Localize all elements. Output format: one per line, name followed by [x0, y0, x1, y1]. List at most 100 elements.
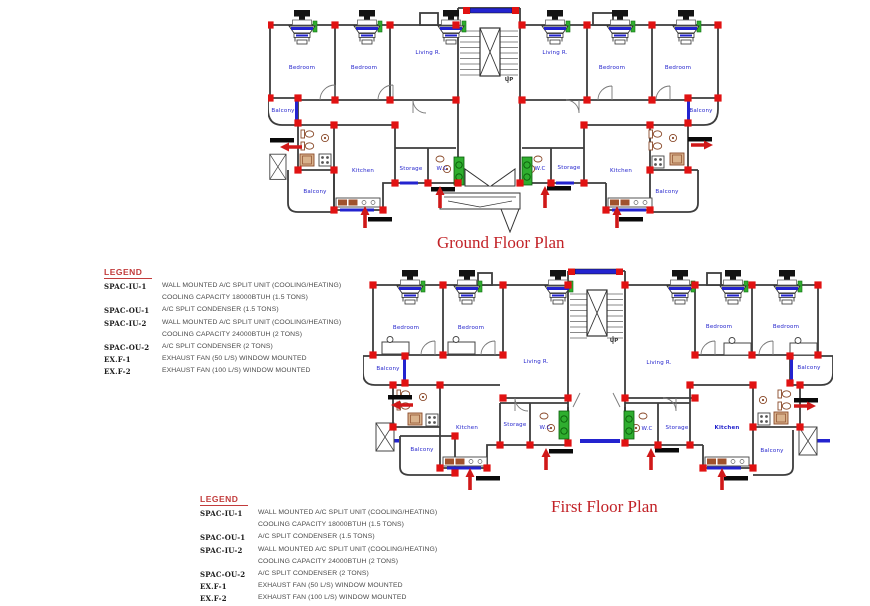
room-label-wc: W.C: [436, 166, 448, 172]
legend-code: EX.F-1: [104, 355, 131, 365]
ground-bathroom-left-fixtures: [299, 129, 332, 167]
room-label-balcony: Balcony: [410, 447, 434, 453]
room-label-balcony: Balcony: [303, 189, 327, 195]
room-label-storage: Storage: [399, 166, 423, 172]
room-label-balcony: Balcony: [655, 189, 679, 195]
legend-desc: A/C SPLIT CONDENSER (2 TONS): [258, 569, 369, 577]
room-label-balcony: Balcony: [760, 448, 784, 454]
legend-code: SPAC-IU-2: [104, 318, 147, 328]
room-label-wc: W.C: [539, 425, 551, 431]
first-stair-window: [568, 268, 623, 275]
legend-row: EX.F-2 EXHAUST FAN (100 L/S) WINDOW MOUNT…: [104, 367, 364, 379]
legend-first-header: LEGEND: [200, 494, 249, 506]
first-planter-right: [798, 426, 818, 456]
legend-desc: A/C SPLIT CONDENSER (2 TONS): [162, 342, 273, 350]
ground-staircase: [460, 27, 518, 83]
ground-entrance: [439, 168, 521, 233]
first-floor-drawing: [363, 268, 833, 490]
room-label-living: Living R.: [415, 50, 441, 56]
room-label-bedroom: Bedroom: [772, 324, 800, 330]
room-label-kitchen: Kitchen: [609, 168, 633, 174]
legend-desc: WALL MOUNTED A/C SPLIT UNIT (COOLING/HEA…: [162, 318, 342, 326]
ground-door-arcs: [319, 84, 671, 114]
legend-row: SPAC-IU-2 WALL MOUNTED A/C SPLIT UNIT (CO…: [104, 319, 364, 331]
first-wc-fixtures: [539, 412, 648, 433]
room-label-living: Living R.: [523, 359, 549, 365]
legend-desc: EXHAUST FAN (100 L/S) WINDOW MOUNTED: [258, 594, 407, 602]
ground-windows: [295, 101, 690, 212]
ground-exhaust-fans: [270, 137, 713, 228]
room-label-storage: Storage: [665, 425, 689, 431]
legend-desc: COOLING CAPACITY 18000BTUH (1.5 TONS): [162, 294, 308, 302]
first-floor-title: First Floor Plan: [551, 497, 658, 516]
legend-row: EX.F-1 EXHAUST FAN (50 L/S) WINDOW MOUNTE…: [200, 582, 460, 594]
legend-row: COOLING CAPACITY 24000BTUH (2 TONS): [200, 558, 460, 570]
room-label-balcony: Balcony: [689, 108, 713, 114]
ground-floor-title: Ground Floor Plan: [437, 233, 565, 252]
legend-desc: COOLING CAPACITY 18000BTUH (1.5 TONS): [258, 521, 404, 529]
room-label-storage: Storage: [503, 422, 527, 428]
legend-row: SPAC-OU-1 A/C SPLIT CONDENSER (1.5 TONS): [104, 306, 364, 318]
room-label-living: Living R.: [646, 360, 672, 366]
legend-row: EX.F-1 EXHAUST FAN (50 L/S) WINDOW MOUNTE…: [104, 355, 364, 367]
stair-up-label: UP: [609, 338, 619, 344]
legend-row: COOLING CAPACITY 24000BTUH (2 TONS): [104, 331, 364, 343]
room-label-kitchen: Kitchen: [351, 168, 375, 174]
legend-row: EX.F-2 EXHAUST FAN (100 L/S) WINDOW MOUNT…: [200, 594, 460, 606]
room-label-bedroom: Bedroom: [392, 325, 420, 331]
legend-desc: A/C SPLIT CONDENSER (1.5 TONS): [258, 533, 375, 541]
ground-planter-left: [269, 153, 287, 180]
room-label-bedroom: Bedroom: [664, 65, 692, 71]
room-label-balcony: Balcony: [271, 108, 295, 114]
room-label-bedroom: Bedroom: [705, 324, 733, 330]
room-label-wc: W.C: [534, 166, 546, 172]
first-kitchen-left-counter: [442, 456, 488, 467]
first-staircase: [570, 289, 623, 344]
ground-stair-window: [463, 7, 519, 14]
legend-code: SPAC-OU-2: [200, 569, 246, 579]
legend-row: SPAC-OU-2 A/C SPLIT CONDENSER (2 TONS): [200, 570, 460, 582]
room-label-bedroom: Bedroom: [457, 325, 485, 331]
legend-code: EX.F-2: [104, 367, 131, 377]
first-bathroom-right-fixtures: [757, 389, 792, 426]
room-label-wc: W.C: [641, 426, 653, 432]
ground-kitchen-left-counter: [335, 197, 381, 208]
legend-desc: EXHAUST FAN (100 L/S) WINDOW MOUNTED: [162, 367, 311, 375]
legend-desc: WALL MOUNTED A/C SPLIT UNIT (COOLING/HEA…: [258, 509, 438, 516]
legend-code: EX.F-1: [200, 582, 227, 592]
legend-row: COOLING CAPACITY 18000BTUH (1.5 TONS): [200, 521, 460, 533]
legend-desc: EXHAUST FAN (50 L/S) WINDOW MOUNTED: [258, 582, 403, 590]
first-door-arcs: [420, 340, 774, 412]
legend-desc: WALL MOUNTED A/C SPLIT UNIT (COOLING/HEA…: [162, 282, 342, 289]
room-label-balcony: Balcony: [376, 366, 400, 372]
room-label-bedroom: Bedroom: [288, 65, 316, 71]
legend-ground-header: LEGEND: [104, 267, 153, 279]
stair-up-label: UP: [504, 77, 514, 83]
ground-kitchen-right-counter: [607, 197, 653, 208]
legend-row: SPAC-IU-1 WALL MOUNTED A/C SPLIT UNIT (CO…: [200, 509, 460, 521]
legend-desc: A/C SPLIT CONDENSER (1.5 TONS): [162, 306, 279, 314]
first-floor-plan: Bedroom Bedroom Living R. Living R. Bedr…: [363, 268, 833, 496]
room-label-bedroom: Bedroom: [598, 65, 626, 71]
room-label-living: Living R.: [542, 50, 568, 56]
ground-wc-fixtures: [435, 155, 543, 174]
legend-desc: EXHAUST FAN (50 L/S) WINDOW MOUNTED: [162, 355, 307, 363]
legend-desc: WALL MOUNTED A/C SPLIT UNIT (COOLING/HEA…: [258, 545, 438, 553]
room-label-storage: Storage: [557, 165, 581, 171]
legend-code: SPAC-IU-1: [200, 509, 243, 518]
first-condenser-left: [558, 410, 570, 440]
legend-code: EX.F-2: [200, 594, 227, 604]
legend-desc: COOLING CAPACITY 24000BTUH (2 TONS): [258, 557, 399, 565]
legend-code: SPAC-OU-1: [200, 533, 246, 543]
legend-code: SPAC-OU-1: [104, 306, 150, 316]
legend-desc: COOLING CAPACITY 24000BTUH (2 TONS): [162, 330, 303, 338]
ground-floor-plan: Bedroom Bedroom Living R. Living R. Bedr…: [268, 3, 726, 233]
ground-bathroom-right-fixtures: [648, 129, 685, 169]
legend-row: SPAC-OU-1 A/C SPLIT CONDENSER (1.5 TONS): [200, 533, 460, 545]
